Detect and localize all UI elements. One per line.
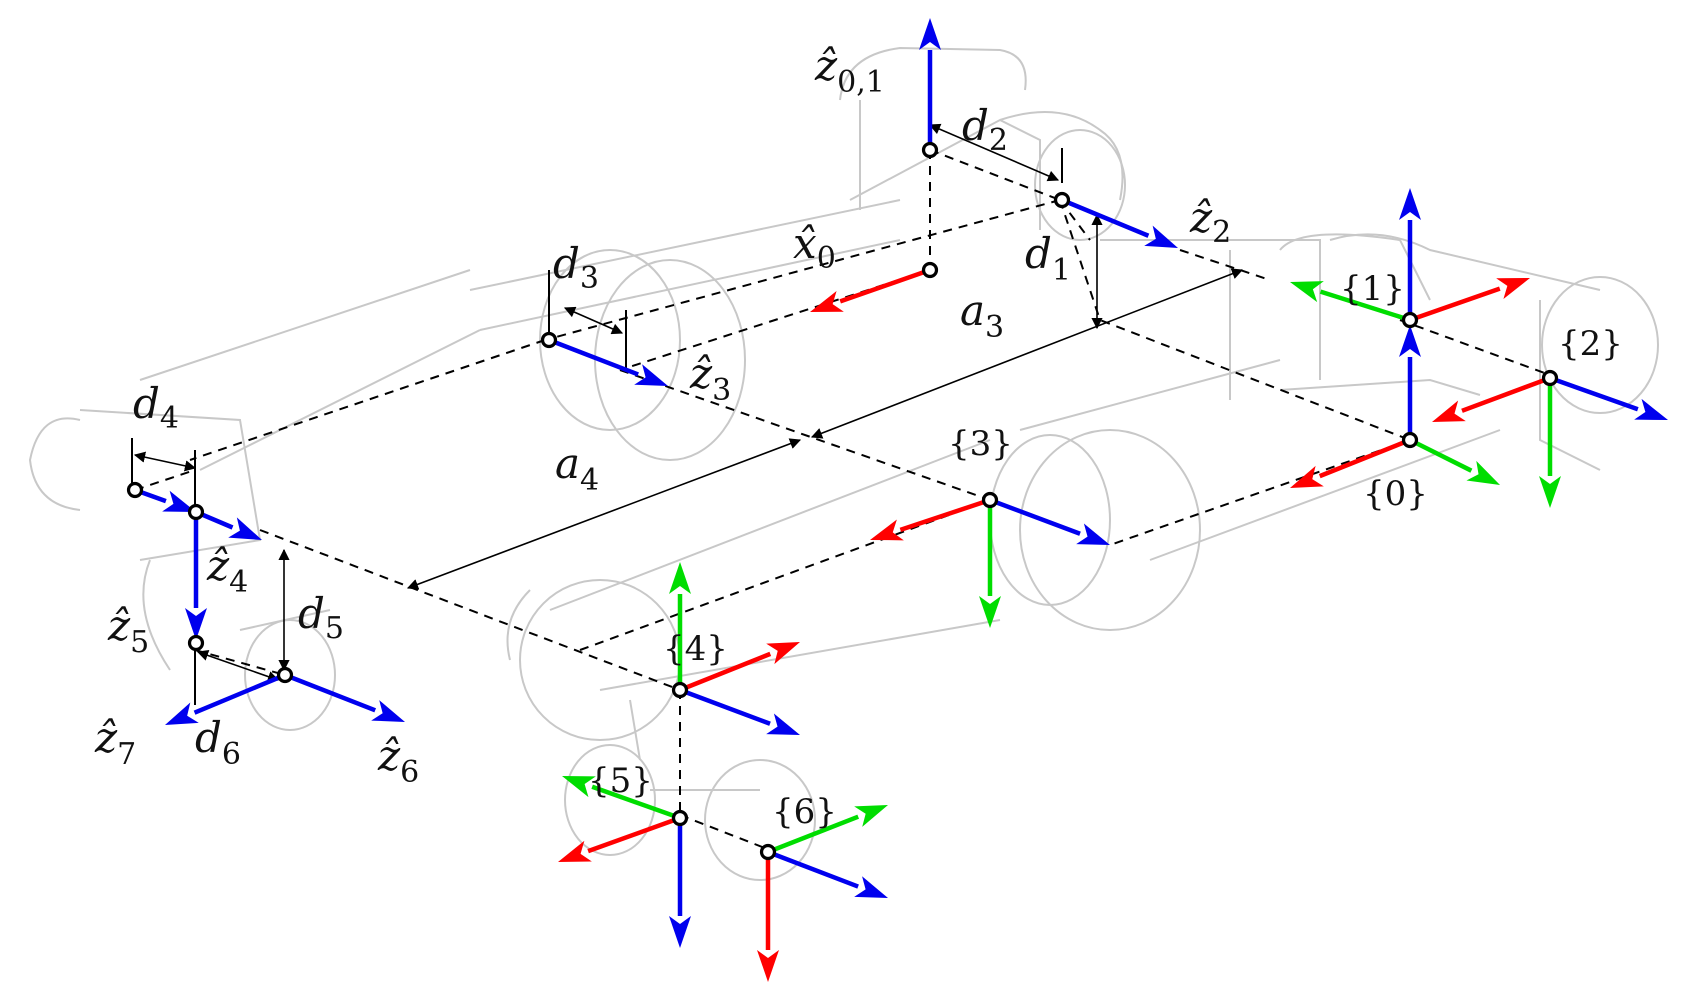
frame-1-y-arrow bbox=[1290, 281, 1411, 323]
dimension-lines bbox=[131, 123, 1244, 705]
construction-lines bbox=[134, 149, 1551, 851]
frame-0-z-arrow bbox=[1399, 325, 1421, 440]
frame-5-x-arrow bbox=[558, 815, 681, 862]
origin-z5 bbox=[187, 634, 205, 652]
label-a3: a3 bbox=[960, 286, 1004, 345]
labels: ẑ0,1 d2 x̂0 d1 ẑ2 a3 d3 ẑ3 a4 d4 ẑ4 ẑ5 d… bbox=[94, 41, 1623, 832]
z6-axis-arrow bbox=[284, 672, 405, 722]
label-frame-3: {3} bbox=[948, 424, 1013, 464]
label-x0: x̂0 bbox=[793, 219, 836, 276]
z01-axis-arrow bbox=[919, 18, 941, 150]
label-frame-6: {6} bbox=[772, 792, 837, 832]
coordinate-axes bbox=[134, 18, 1668, 982]
label-d4: d4 bbox=[133, 379, 179, 436]
label-z6: ẑ6 bbox=[377, 731, 419, 790]
label-z01: ẑ0,1 bbox=[814, 41, 885, 100]
label-d1: d1 bbox=[1025, 229, 1071, 288]
origin-frame-4 bbox=[671, 681, 689, 699]
frame-4-z-arrow bbox=[679, 687, 800, 735]
origin-z6 bbox=[276, 666, 294, 684]
frame-2-y-arrow bbox=[1539, 378, 1561, 508]
frame-2-z-arrow bbox=[1549, 375, 1668, 420]
label-frame-0: {0} bbox=[1363, 474, 1428, 514]
frame-6-z-arrow bbox=[767, 849, 888, 898]
x0-axis-arrow bbox=[810, 267, 931, 312]
label-z2: ẑ2 bbox=[1189, 193, 1231, 250]
label-z7: ẑ7 bbox=[94, 713, 136, 772]
label-d2: d2 bbox=[962, 101, 1008, 158]
origin-frame-0 bbox=[1401, 431, 1419, 449]
origin-x0 bbox=[921, 261, 939, 279]
origin-z4 bbox=[187, 503, 205, 521]
label-z3: ẑ3 bbox=[689, 349, 731, 408]
z7-axis-arrow bbox=[165, 672, 286, 725]
origin-z2 bbox=[1053, 191, 1071, 209]
frame-6-y-arrow bbox=[767, 805, 888, 855]
label-frame-2: {2} bbox=[1558, 324, 1623, 364]
frame-3-z-arrow bbox=[989, 497, 1110, 545]
z4-axis-arrow-down bbox=[185, 512, 207, 640]
label-a4: a4 bbox=[555, 439, 599, 498]
frame-1-z-arrow bbox=[1399, 188, 1421, 320]
label-z5: ẑ5 bbox=[107, 601, 149, 660]
frame-5-z-arrow bbox=[669, 818, 691, 948]
origin-frame-6 bbox=[759, 843, 777, 861]
frame-2-x-arrow bbox=[1432, 375, 1551, 422]
frame-6-x-arrow bbox=[757, 852, 779, 982]
frame-origins bbox=[126, 141, 1559, 861]
origin-frame-2 bbox=[1541, 369, 1559, 387]
frame-4-x-arrow bbox=[679, 642, 800, 693]
label-d3: d3 bbox=[553, 239, 599, 296]
frame-3-x-arrow bbox=[870, 497, 991, 541]
z3-axis-arrow bbox=[548, 337, 668, 386]
label-d5: d5 bbox=[298, 589, 344, 646]
frame-5-y-arrow bbox=[562, 776, 681, 821]
z2-axis-arrow bbox=[1061, 197, 1178, 248]
origin-d4-left bbox=[126, 481, 144, 499]
frame-0-x-arrow bbox=[1290, 437, 1411, 488]
label-d6: d6 bbox=[195, 713, 241, 772]
label-z4: ẑ4 bbox=[206, 541, 248, 600]
label-frame-5: {5} bbox=[588, 761, 653, 801]
z4-axis-link bbox=[134, 487, 196, 512]
origin-frame-5 bbox=[671, 809, 689, 827]
frame-1-x-arrow bbox=[1409, 278, 1530, 323]
frame-3-y-arrow bbox=[979, 500, 1001, 628]
frame-4-y-arrow bbox=[669, 562, 691, 690]
label-frame-4: {4} bbox=[663, 629, 728, 669]
origin-frame-1 bbox=[1401, 311, 1419, 329]
frame-0-y-arrow bbox=[1408, 437, 1500, 485]
origin-z01 bbox=[921, 141, 939, 159]
robot-upper-pose-outline bbox=[28, 46, 1659, 731]
origin-z3 bbox=[540, 331, 558, 349]
z4-axis-arrow-right bbox=[195, 509, 262, 540]
label-frame-1: {1} bbox=[1340, 269, 1405, 309]
origin-frame-3 bbox=[981, 491, 999, 509]
